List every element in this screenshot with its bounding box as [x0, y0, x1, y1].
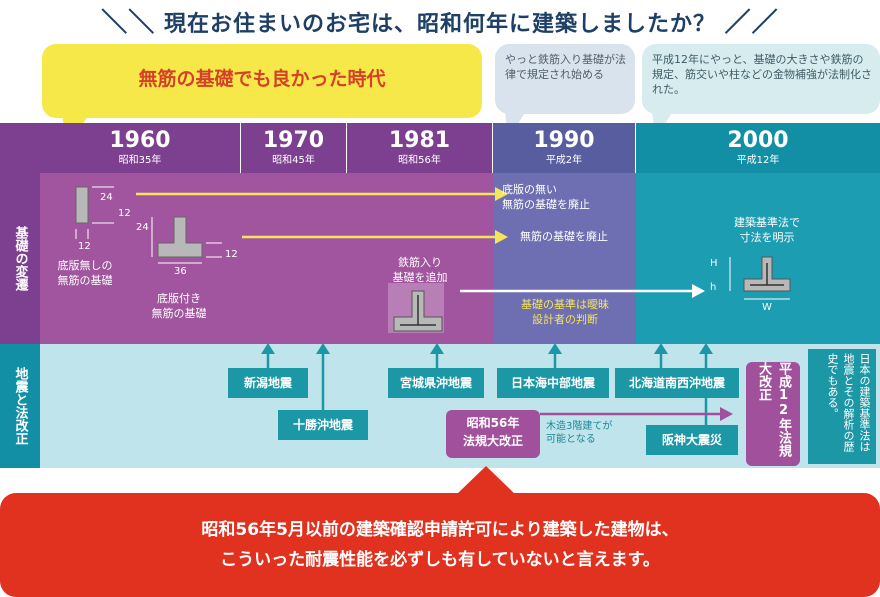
label-line: 無筋の基礎を廃止 — [502, 198, 590, 211]
era-label: 昭和45年 — [272, 155, 315, 166]
label-line: 無筋の基礎 — [151, 307, 207, 320]
bubble-1990-note: やっと鉄筋入り基礎が法律で規定され始める — [505, 53, 626, 81]
bottom-message: 昭和56年5月以前の建築確認申請許可により建築した建物は、 こういった耐震性能を… — [0, 515, 880, 575]
dim-f2-width: 36 — [174, 266, 187, 277]
label-line: 無筋の基礎 — [57, 274, 113, 287]
earthquake-miyagi: 宮城県沖地震 — [388, 368, 484, 398]
label-slab-foundation: 底版付き 無筋の基礎 — [144, 291, 214, 321]
row-label-earthquake: 地震と法改正 — [0, 344, 40, 468]
earthquake-tokachi: 十勝沖地震 — [278, 410, 368, 440]
label-line: 基礎を追加 — [392, 271, 448, 284]
label-line: 鉄筋入り — [398, 256, 442, 269]
law-reform-1981-box: 昭和56年 法規大改正 — [446, 410, 540, 458]
bottom-callout-pointer — [456, 466, 516, 495]
dim-f4-h-lower: h — [710, 282, 717, 293]
label-line: 可能となる — [546, 434, 596, 445]
dim-f2-height: 24 — [136, 222, 149, 233]
label-line: 基礎の基準は曖昧 — [521, 298, 609, 311]
label-line: 底版付き — [157, 292, 201, 305]
bubble-unreinforced-era: 無筋の基礎でも良かった時代 — [138, 68, 386, 90]
label-abolish-no-slab: 底版の無い 無筋の基礎を廃止 — [502, 182, 612, 212]
timeline-spacer — [0, 123, 40, 173]
label-line: 設計者の判断 — [532, 313, 598, 326]
timeline-year-1960: 1960 昭和35年 — [40, 123, 240, 173]
label-reinforced-added: 鉄筋入り 基礎を追加 — [380, 255, 460, 285]
label-line: 建築基準法で — [734, 216, 800, 229]
grey-speech-bubble — [495, 44, 635, 114]
label-vague-standard: 基礎の基準は曖昧 設計者の判断 — [500, 297, 630, 327]
timeline-year-1970: 1970 昭和45年 — [241, 123, 346, 173]
foundation-with-slab-icon — [157, 216, 203, 258]
dim-f1-width: 12 — [78, 241, 91, 252]
yellow-speech-bubble — [42, 44, 482, 118]
earthquake-nihonkai: 日本海中部地震 — [497, 368, 609, 398]
era-label: 平成2年 — [545, 155, 583, 166]
earthquake-niigata: 新潟地震 — [228, 368, 308, 398]
label-line: 法規大改正 — [462, 434, 523, 448]
dim-f4-h-upper: H — [710, 258, 718, 269]
dim-f1-height: 24 — [100, 192, 113, 203]
earthquake-hokkaido: 北海道南西沖地震 — [615, 368, 739, 398]
page-title: ＼＼ 現在お住まいのお宅は、昭和何年に建築しましたか？ ／／ — [0, 2, 880, 39]
label-line: 底版の無い — [502, 183, 557, 196]
label-no-slab-foundation: 底版無しの 無筋の基礎 — [50, 258, 120, 288]
decorative-slashes-right: ／／ — [724, 8, 779, 38]
timeline-year-2000: 2000 平成12年 — [636, 123, 880, 173]
foundation-diagrams — [75, 186, 791, 333]
year-label: 1981 — [388, 128, 451, 153]
bottom-message-line: 昭和56年5月以前の建築確認申請許可により建築した建物は、 — [201, 520, 679, 540]
earthquake-hanshin: 阪神大震災 — [646, 425, 738, 455]
label-line: 木造3階建てが — [546, 421, 613, 432]
timeline-bar: 1960 昭和35年 1970 昭和45年 1981 昭和56年 1990 平成… — [0, 123, 880, 173]
year-label: 2000 — [727, 128, 789, 153]
bottom-message-line: こういった耐震性能を必ずしも有していないと言えます。 — [220, 550, 660, 570]
band-1990s — [493, 173, 636, 344]
timeline-year-1990: 1990 平成2年 — [493, 123, 635, 173]
era-label: 昭和35年 — [118, 155, 162, 166]
label-standard-clarified: 建築基準法で 寸法を明示 — [722, 215, 812, 245]
dim-f2-slab: 12 — [225, 249, 238, 260]
bottom-callout — [0, 493, 880, 597]
year-label: 1970 — [262, 128, 325, 153]
label-line: 昭和56年 — [466, 416, 520, 430]
decorative-slashes-left: ＼＼ — [101, 8, 156, 38]
timeline-year-1981: 1981 昭和56年 — [347, 123, 492, 173]
era-label: 平成12年 — [736, 155, 780, 166]
label-line: 底版無しの — [57, 259, 113, 272]
label-abolish-unreinforced: 無筋の基礎を廃止 — [520, 230, 608, 243]
row-label-foundation: 基礎の変遷 — [0, 173, 40, 344]
dim-f4-width: W — [762, 302, 772, 313]
question-text: 現在お住まいのお宅は、昭和何年に建築しましたか？ — [163, 12, 716, 37]
year-label: 1960 — [109, 128, 171, 153]
year-label: 1990 — [533, 128, 595, 153]
bubble-2000-note: 平成12年にやっと、基礎の大きさや鉄筋の規定、筋交いや柱などの金物補強が法制化さ… — [652, 53, 872, 96]
foundation-no-slab-icon — [75, 186, 89, 224]
band-2000s — [636, 173, 880, 344]
law-reform-2000-box: 平成12年法規大改正 — [746, 362, 800, 466]
label-three-story-wooden: 木造3階建てが 可能となる — [546, 420, 636, 446]
dim-f1-right: 12 — [118, 208, 131, 219]
side-note-history: 日本の建築基準法は地震とその解析の歴史でもある。 — [808, 349, 876, 464]
teal-speech-bubble — [642, 44, 880, 114]
era-label: 昭和56年 — [398, 155, 441, 166]
label-line: 寸法を明示 — [739, 231, 795, 244]
